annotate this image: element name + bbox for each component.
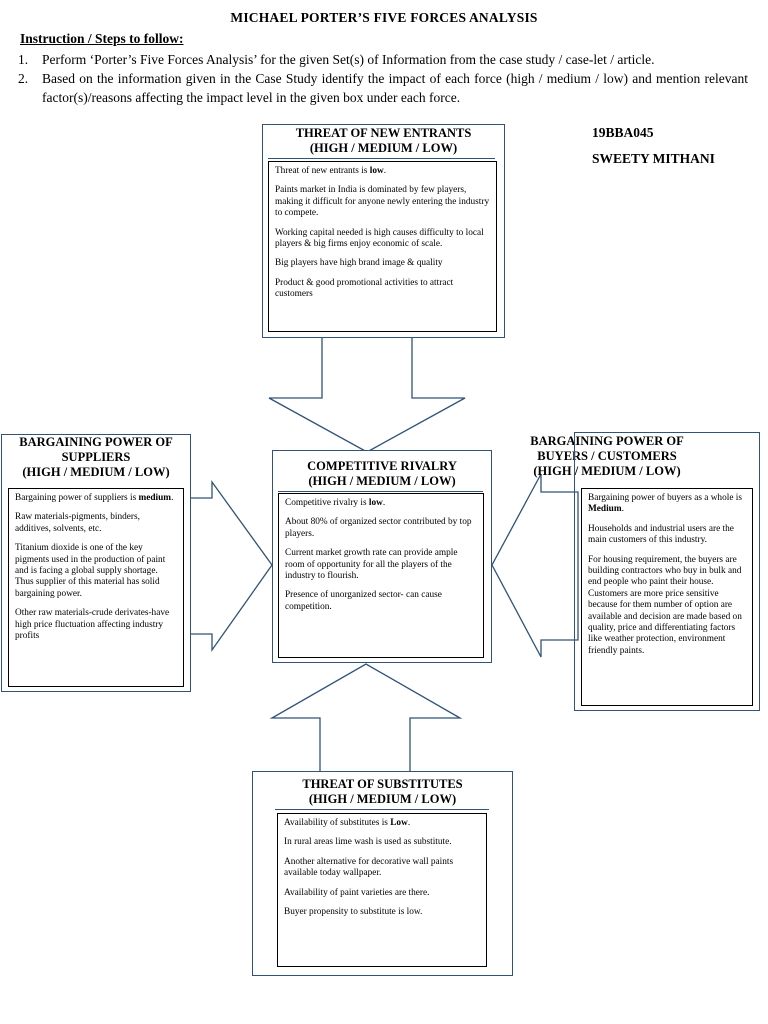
new-entrants-heading: THREAT OF NEW ENTRANTS xyxy=(295,126,472,140)
factor-item: Households and industrial users are the … xyxy=(588,523,734,546)
factor-item: Other raw materials-crude derivates-have… xyxy=(15,608,170,642)
level-value: low xyxy=(369,166,384,176)
new-entrants-box: THREAT OF NEW ENTRANTS (HIGH / MEDIUM / … xyxy=(262,124,505,338)
step-text: Based on the information given in the Ca… xyxy=(42,71,748,105)
rivalry-scale: (HIGH / MEDIUM / LOW) xyxy=(308,474,456,488)
substitutes-content: Availability of substitutes is Low. In r… xyxy=(277,813,487,967)
buyers-box: Bargaining power of buyers as a whole is… xyxy=(574,432,760,711)
substitutes-heading: THREAT OF SUBSTITUTES xyxy=(302,777,463,791)
level-value: low xyxy=(368,498,383,508)
heading-rule xyxy=(278,491,483,492)
factor-item: Product & good promotional activities to… xyxy=(275,277,454,300)
level-value: medium xyxy=(138,493,172,503)
arrow-left xyxy=(491,473,579,658)
factor-item: Working capital needed is high causes di… xyxy=(275,227,484,250)
level-value: Medium xyxy=(588,504,622,515)
substitutes-scale: (HIGH / MEDIUM / LOW) xyxy=(308,792,457,806)
factor-item: Current market growth rate can provide a… xyxy=(285,548,458,582)
page-title: MICHAEL PORTER’S FIVE FORCES ANALYSIS xyxy=(230,10,538,25)
new-entrants-scale: (HIGH / MEDIUM / LOW) xyxy=(309,141,458,155)
step-text: Perform ‘Porter’s Five Forces Analysis’ … xyxy=(42,52,655,67)
instruction-step: 1. Perform ‘Porter’s Five Forces Analysi… xyxy=(18,50,748,69)
buyers-scale: (HIGH / MEDIUM / LOW) xyxy=(533,464,681,478)
suppliers-heading-2: SUPPLIERS xyxy=(61,450,131,464)
suppliers-box: BARGAINING POWER OF SUPPLIERS (HIGH / ME… xyxy=(1,434,191,692)
buyers-heading-2: BUYERS / CUSTOMERS xyxy=(537,449,677,463)
arrow-down xyxy=(268,332,466,453)
instructions-heading: Instruction / Steps to follow: xyxy=(20,31,184,46)
level-statement: Bargaining power of buyers as a whole is… xyxy=(588,493,742,515)
buyers-content: Bargaining power of buyers as a whole is… xyxy=(581,488,753,706)
step-number: 1. xyxy=(18,52,29,67)
instruction-step: 2. Based on the information given in the… xyxy=(18,69,748,107)
factor-item: Paints market in India is dominated by f… xyxy=(275,185,490,219)
factor-item: Another alternative for decorative wall … xyxy=(284,856,454,879)
new-entrants-content: Threat of new entrants is low. Paints ma… xyxy=(268,161,497,332)
student-name: SWEETY MITHANI xyxy=(592,151,715,166)
factor-item: Raw materials-pigments, binders, additiv… xyxy=(15,512,140,534)
rivalry-box: COMPETITIVE RIVALRY (HIGH / MEDIUM / LOW… xyxy=(272,450,492,663)
factor-item: Availability of paint varieties are ther… xyxy=(284,887,430,898)
factor-item: Titanium dioxide is one of the key pigme… xyxy=(15,543,166,599)
student-id: 19BBA045 xyxy=(592,125,654,140)
step-number: 2. xyxy=(18,71,29,86)
suppliers-scale: (HIGH / MEDIUM / LOW) xyxy=(22,465,170,479)
heading-rule xyxy=(268,158,495,159)
factor-item: Presence of unorganized sector- can caus… xyxy=(285,590,442,612)
level-statement: Bargaining power of suppliers is medium. xyxy=(15,493,174,503)
substitutes-box: THREAT OF SUBSTITUTES (HIGH / MEDIUM / L… xyxy=(252,771,513,976)
arrow-right xyxy=(181,479,273,653)
level-value: Low xyxy=(390,818,408,828)
buyers-heading: BARGAINING POWER OF xyxy=(530,434,684,448)
factor-item: About 80% of organized sector contribute… xyxy=(285,517,472,539)
factor-item: Buyer propensity to substitute is low. xyxy=(284,907,423,918)
rivalry-heading: COMPETITIVE RIVALRY xyxy=(307,459,457,473)
factor-item: Big players have high brand image & qual… xyxy=(275,258,443,269)
factor-item: For housing requirement, the buyers are … xyxy=(588,554,742,656)
level-statement: Availability of substitutes is Low. xyxy=(284,818,411,828)
level-statement: Competitive rivalry is low. xyxy=(285,498,386,508)
heading-rule xyxy=(275,809,489,810)
factor-item: In rural areas lime wash is used as subs… xyxy=(284,837,452,848)
level-statement: Threat of new entrants is low. xyxy=(275,166,387,176)
suppliers-content: Bargaining power of suppliers is medium.… xyxy=(8,488,184,687)
rivalry-content: Competitive rivalry is low. About 80% of… xyxy=(278,493,484,658)
suppliers-heading: BARGAINING POWER OF xyxy=(19,435,173,449)
arrow-up xyxy=(269,663,463,774)
